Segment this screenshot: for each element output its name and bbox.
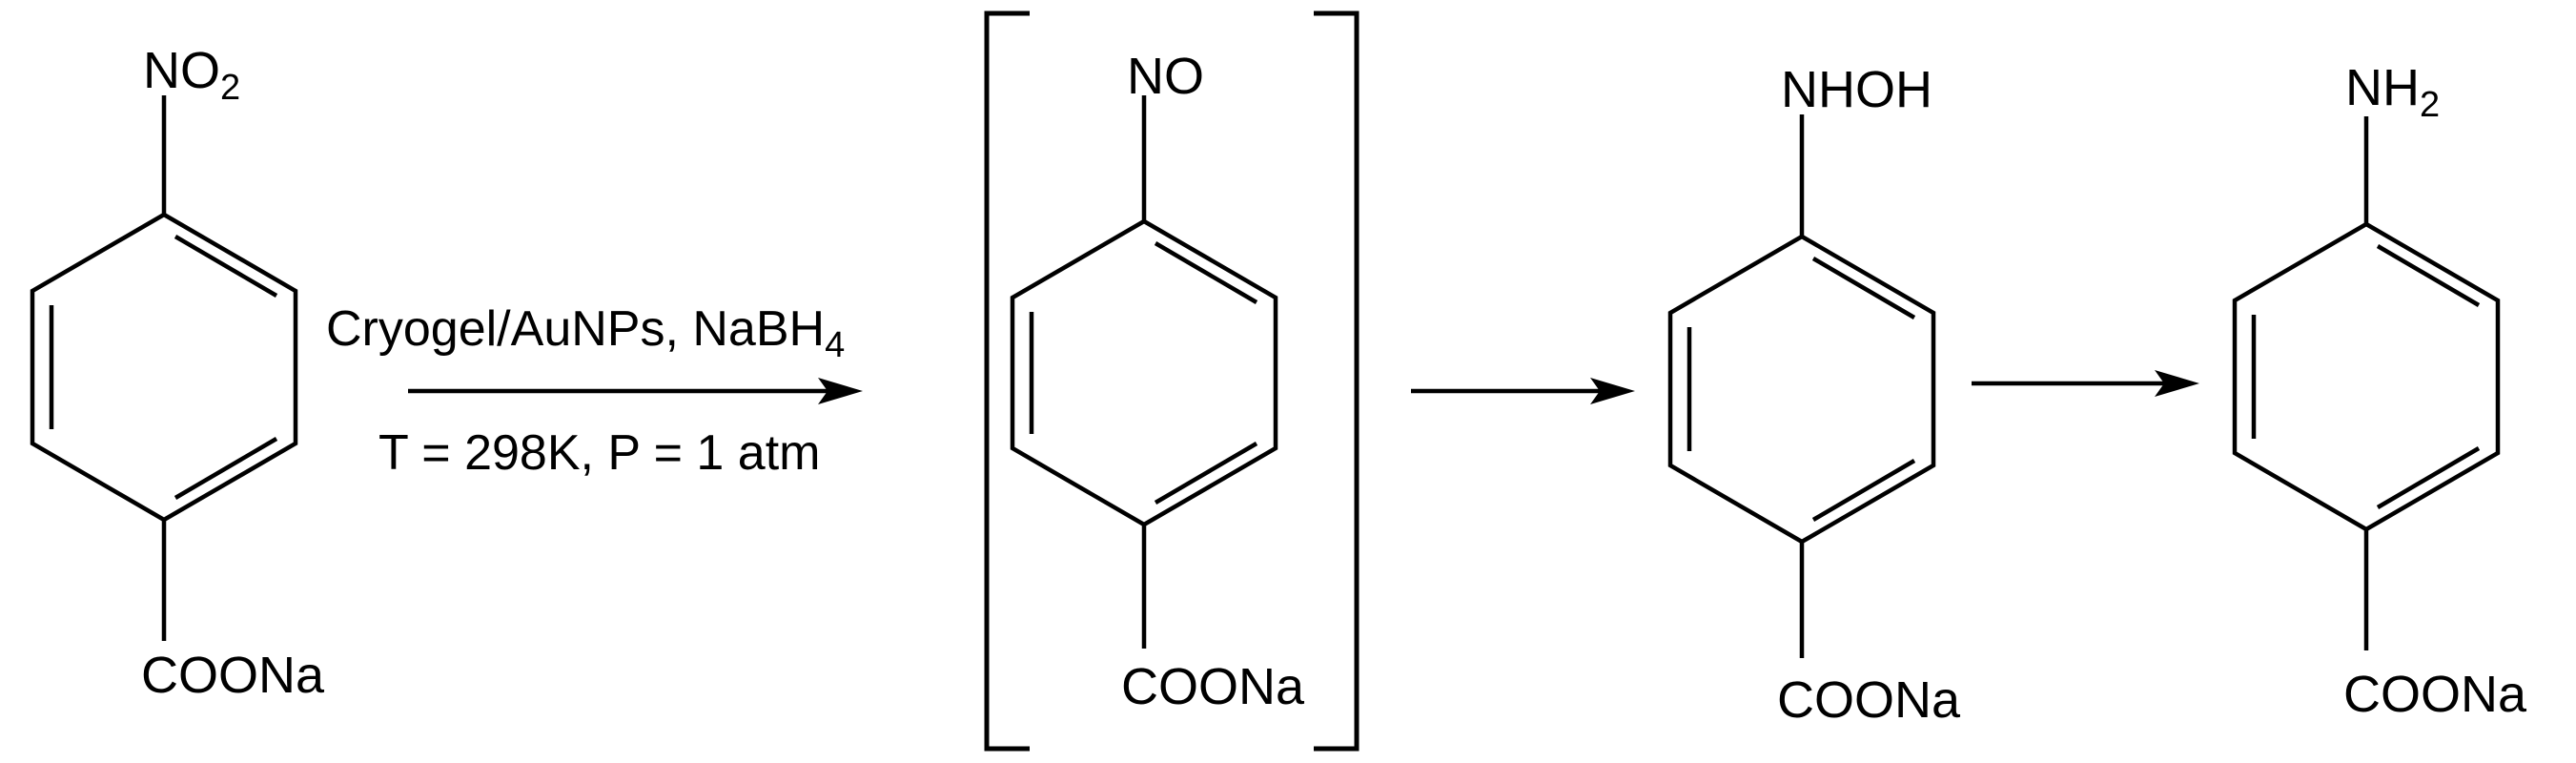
top-substituent-label: NO bbox=[1127, 48, 1204, 105]
ring-double-bond bbox=[174, 235, 278, 298]
ring-double-bond bbox=[2376, 446, 2481, 509]
molecule-hydroxylamine: NHOH COONa bbox=[1667, 61, 1961, 729]
bottom-substituent-label: COONa bbox=[1777, 671, 1961, 729]
left-bracket bbox=[984, 10, 1030, 752]
top-substituent-label: NH2 bbox=[2345, 59, 2440, 125]
top-substituent-label: NO2 bbox=[143, 42, 240, 108]
molecule-nitroso: NO COONa bbox=[1010, 48, 1305, 715]
reaction-arrow-2 bbox=[1411, 378, 1635, 404]
arrow-head bbox=[2155, 370, 2199, 397]
conditions-label: T = 298K, P = 1 atm bbox=[378, 425, 820, 481]
arrow-head bbox=[1590, 378, 1635, 404]
catalyst-label: Cryogel/AuNPs, NaBH4 bbox=[326, 301, 845, 365]
ring-double-bond bbox=[1154, 241, 1258, 304]
right-bracket bbox=[1314, 10, 1360, 752]
molecule-nitro: NO2 COONa bbox=[30, 42, 325, 704]
ring-double-bond bbox=[1811, 257, 1916, 320]
benzene-ring bbox=[2232, 221, 2501, 532]
benzene-ring bbox=[1010, 218, 1278, 527]
arrow-head bbox=[818, 378, 863, 404]
ring-double-bond bbox=[174, 437, 278, 500]
benzene-ring bbox=[1667, 234, 1936, 545]
reaction-arrow-3 bbox=[1972, 370, 2199, 397]
bottom-substituent-label: COONa bbox=[2343, 666, 2527, 723]
ring-double-bond bbox=[2376, 244, 2481, 307]
reaction-arrow-1 bbox=[408, 378, 863, 404]
molecule-amine: NH2 COONa bbox=[2232, 59, 2527, 723]
benzene-ring bbox=[30, 212, 298, 523]
ring-double-bond bbox=[1811, 459, 1916, 522]
top-substituent-label: NHOH bbox=[1781, 61, 1932, 118]
ring-double-bond bbox=[1154, 442, 1258, 505]
bottom-substituent-label: COONa bbox=[1121, 658, 1305, 715]
bottom-substituent-label: COONa bbox=[141, 647, 325, 704]
